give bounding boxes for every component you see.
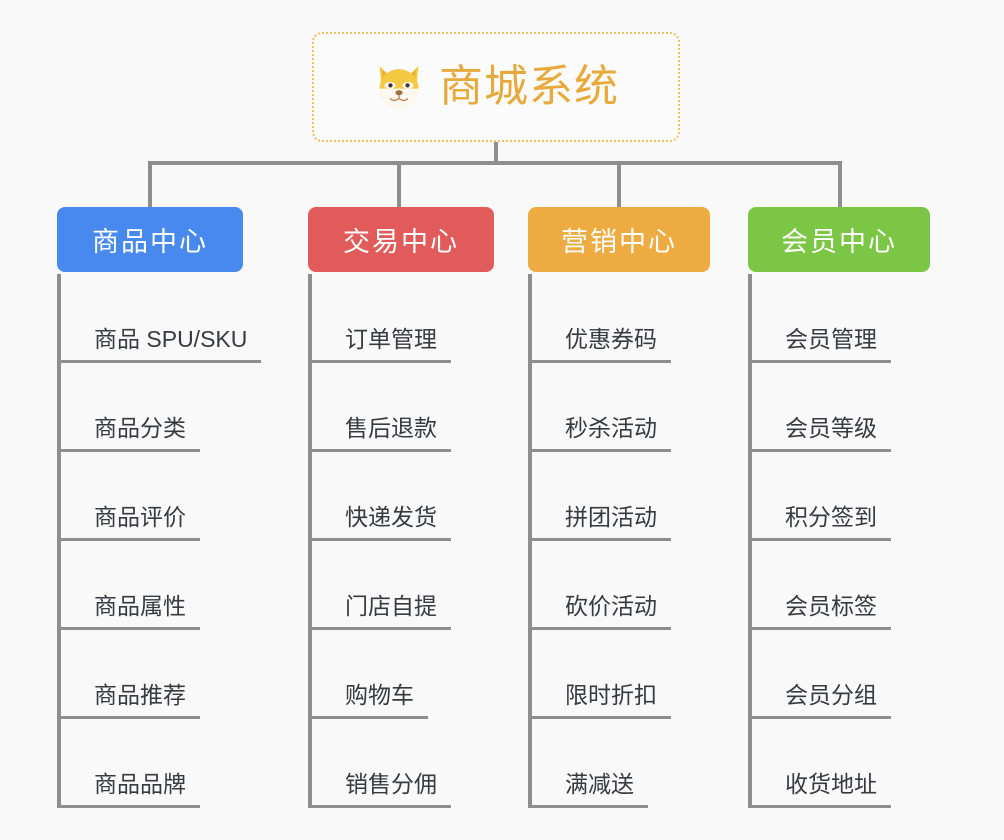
- branch-column-2: 交易中心 订单管理 售后退款 快递发货 门店自提 购物车 销售分佣: [308, 207, 503, 808]
- list-item[interactable]: 收货地址: [752, 719, 933, 808]
- leaf-label: 商品评价: [61, 506, 200, 541]
- list-item[interactable]: 会员管理: [752, 274, 933, 363]
- leaf-label: 商品分类: [61, 417, 200, 452]
- leaf-label: 购物车: [312, 684, 428, 719]
- leaf-label: 门店自提: [312, 595, 451, 630]
- list-item[interactable]: 商品品牌: [61, 719, 252, 808]
- list-item[interactable]: 门店自提: [312, 541, 503, 630]
- leaf-label: 商品属性: [61, 595, 200, 630]
- list-item[interactable]: 快递发货: [312, 452, 503, 541]
- leaf-label: 会员分组: [752, 684, 891, 719]
- root-node[interactable]: 商城系统: [312, 32, 680, 142]
- leaf-label: 订单管理: [312, 328, 451, 363]
- leaf-label: 商品推荐: [61, 684, 200, 719]
- connector-drop-4: [838, 161, 842, 208]
- category-header-3[interactable]: 营销中心: [528, 207, 710, 272]
- branch-column-1: 商品中心 商品 SPU/SKU 商品分类 商品评价 商品属性 商品推荐 商品品牌: [57, 207, 262, 808]
- leaf-stack-4: 会员管理 会员等级 积分签到 会员标签 会员分组 收货地址: [748, 274, 933, 808]
- leaf-label: 积分签到: [752, 506, 891, 541]
- leaf-stack-3: 优惠券码 秒杀活动 拼团活动 砍价活动 限时折扣 满减送: [528, 274, 713, 808]
- leaf-label: 限时折扣: [532, 684, 671, 719]
- connector-horizontal-bus: [148, 161, 842, 165]
- list-item[interactable]: 秒杀活动: [532, 363, 713, 452]
- leaf-label: 会员标签: [752, 595, 891, 630]
- list-item[interactable]: 售后退款: [312, 363, 503, 452]
- category-header-4[interactable]: 会员中心: [748, 207, 930, 272]
- connector-root-stem: [494, 142, 498, 163]
- list-item[interactable]: 积分签到: [752, 452, 933, 541]
- leaf-label: 商品 SPU/SKU: [61, 328, 262, 363]
- leaf-label: 拼团活动: [532, 506, 671, 541]
- list-item[interactable]: 限时折扣: [532, 630, 713, 719]
- list-item[interactable]: 满减送: [532, 719, 713, 808]
- list-item[interactable]: 商品 SPU/SKU: [61, 274, 262, 363]
- list-item[interactable]: 销售分佣: [312, 719, 503, 808]
- leaf-stack-2: 订单管理 售后退款 快递发货 门店自提 购物车 销售分佣: [308, 274, 503, 808]
- leaf-label: 砍价活动: [532, 595, 671, 630]
- list-item[interactable]: 会员分组: [752, 630, 933, 719]
- leaf-label: 满减送: [532, 773, 648, 808]
- leaf-label: 商品品牌: [61, 773, 200, 808]
- root-title: 商城系统: [439, 62, 619, 111]
- leaf-label: 秒杀活动: [532, 417, 671, 452]
- list-item[interactable]: 订单管理: [312, 274, 503, 363]
- leaf-label: 优惠券码: [532, 328, 671, 363]
- shiba-dog-face-icon: [373, 61, 425, 113]
- list-item[interactable]: 拼团活动: [532, 452, 713, 541]
- connector-drop-1: [148, 161, 152, 208]
- list-item[interactable]: 商品评价: [61, 452, 252, 541]
- list-item[interactable]: 会员等级: [752, 363, 933, 452]
- branch-column-3: 营销中心 优惠券码 秒杀活动 拼团活动 砍价活动 限时折扣 满减送: [528, 207, 713, 808]
- leaf-label: 快递发货: [312, 506, 451, 541]
- list-item[interactable]: 会员标签: [752, 541, 933, 630]
- list-item[interactable]: 购物车: [312, 630, 503, 719]
- list-item[interactable]: 商品分类: [61, 363, 252, 452]
- leaf-label: 会员管理: [752, 328, 891, 363]
- list-item[interactable]: 砍价活动: [532, 541, 713, 630]
- leaf-label: 销售分佣: [312, 773, 451, 808]
- leaf-label: 会员等级: [752, 417, 891, 452]
- list-item[interactable]: 商品属性: [61, 541, 252, 630]
- category-header-1[interactable]: 商品中心: [57, 207, 243, 272]
- leaf-label: 售后退款: [312, 417, 451, 452]
- list-item[interactable]: 优惠券码: [532, 274, 713, 363]
- connector-drop-3: [617, 161, 621, 208]
- branch-column-4: 会员中心 会员管理 会员等级 积分签到 会员标签 会员分组 收货地址: [748, 207, 933, 808]
- list-item[interactable]: 商品推荐: [61, 630, 252, 719]
- category-header-2[interactable]: 交易中心: [308, 207, 494, 272]
- leaf-stack-1: 商品 SPU/SKU 商品分类 商品评价 商品属性 商品推荐 商品品牌: [57, 274, 262, 808]
- leaf-label: 收货地址: [752, 773, 891, 808]
- connector-drop-2: [397, 161, 401, 208]
